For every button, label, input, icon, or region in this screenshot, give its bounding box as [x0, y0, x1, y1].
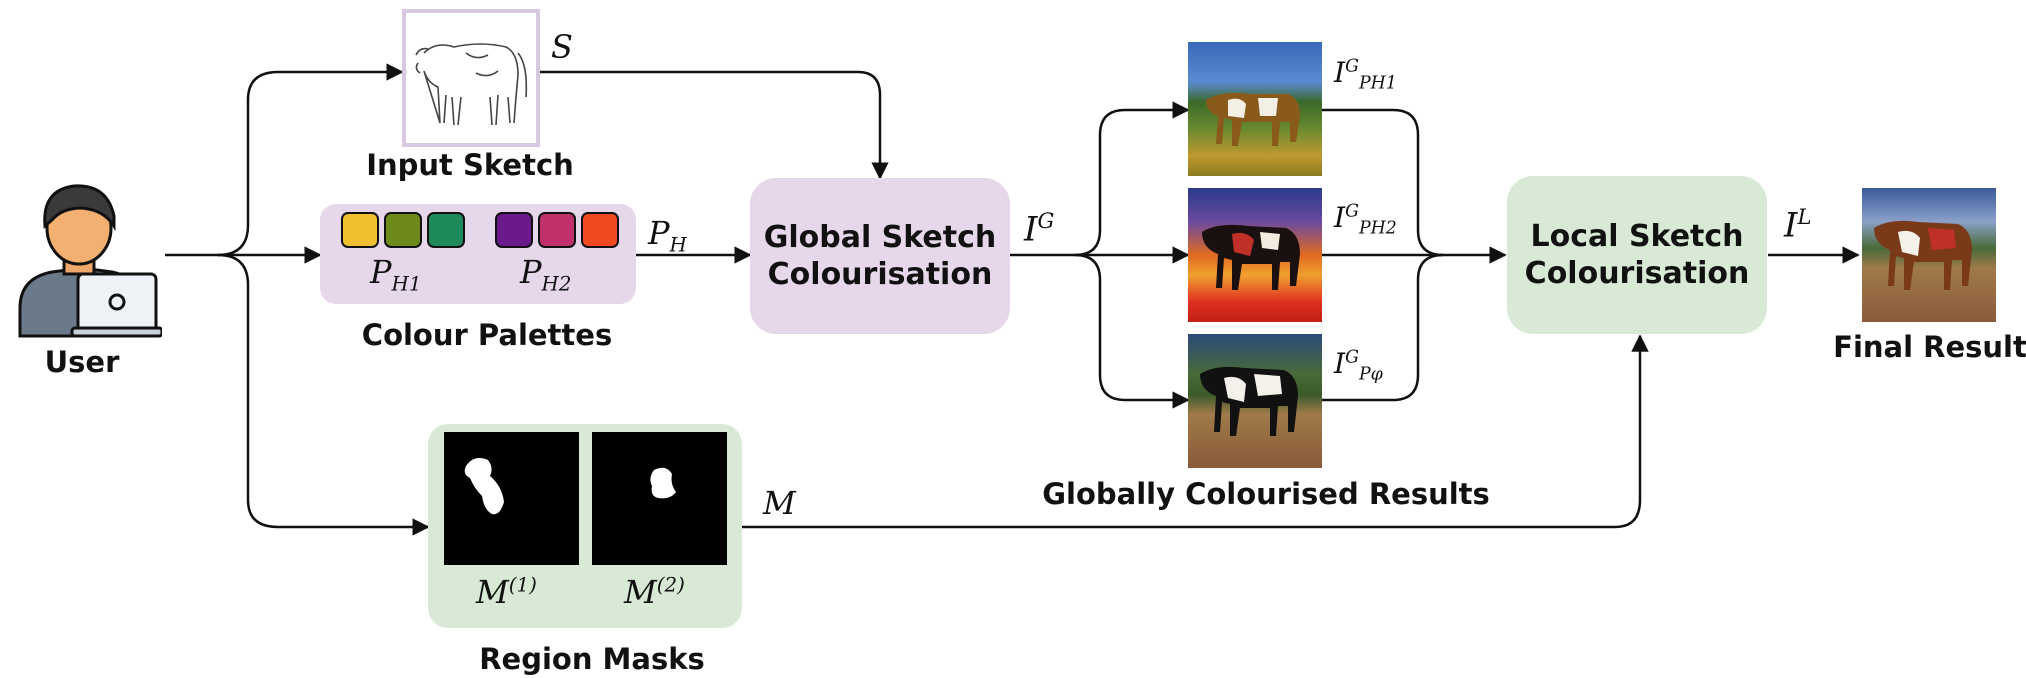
sketch-symbol: S: [551, 28, 573, 66]
mask-2-image: [592, 432, 727, 565]
palette2-symbol: PH2: [520, 253, 572, 296]
global-box-line2: Colourisation: [767, 257, 993, 292]
result-image-2: [1188, 188, 1322, 322]
input-sketch-label: Input Sketch: [366, 148, 574, 182]
local-output-symbol: IL: [1784, 204, 1812, 246]
arrow-sketch-to-global: [540, 70, 889, 180]
arrow-masks-to-local: [742, 334, 1649, 529]
palette1-swatch-1: [341, 212, 379, 248]
region-masks-label: Region Masks: [479, 642, 705, 676]
palette1-swatch-3: [427, 212, 465, 248]
local-box-line1: Local Sketch: [1530, 219, 1744, 254]
palette2-swatch-3: [581, 212, 619, 248]
arrow-global-to-result1: [1074, 101, 1190, 257]
input-sketch-image: [402, 9, 540, 147]
palette2-swatch-2: [538, 212, 576, 248]
result1-symbol: IGPH1: [1334, 56, 1397, 94]
palette1-swatch-2: [384, 212, 422, 248]
result2-symbol: IGPH2: [1334, 201, 1397, 239]
final-result-label: Final Result: [1833, 330, 2026, 364]
final-result-image: [1862, 188, 1996, 322]
result-image-3: [1188, 334, 1322, 468]
user-label: User: [44, 345, 120, 379]
mask2-symbol: M(2): [624, 573, 685, 611]
local-box-line2: Colourisation: [1524, 256, 1750, 291]
palette2-swatch-1: [495, 212, 533, 248]
arrow-global-to-result3: [1074, 253, 1190, 409]
mask-1-image: [444, 432, 579, 565]
user-icon: [12, 168, 164, 340]
result3-symbol: IGPφ: [1334, 347, 1383, 385]
masks-symbol: M: [763, 484, 796, 522]
mask1-symbol: M(1): [476, 573, 537, 611]
colour-palettes-label: Colour Palettes: [361, 318, 613, 352]
arrow-user-to-sketch: [217, 63, 404, 257]
global-output-symbol: IG: [1024, 208, 1055, 250]
palette1-symbol: PH1: [370, 253, 422, 296]
arrow-user-to-masks: [217, 253, 430, 536]
global-box-line1: Global Sketch: [763, 220, 997, 255]
palette-symbol: PH: [648, 214, 687, 257]
globally-results-label: Globally Colourised Results: [1042, 477, 1490, 511]
result-image-1: [1188, 42, 1322, 176]
